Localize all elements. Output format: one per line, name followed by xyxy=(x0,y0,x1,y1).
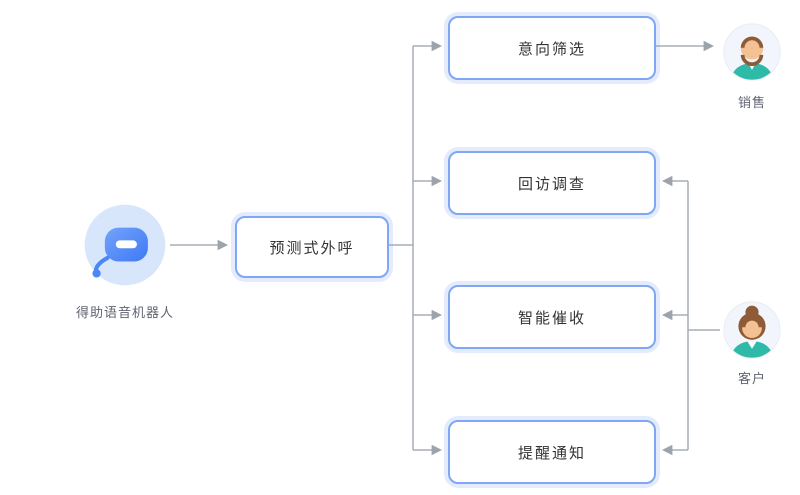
node-intent-screening: 意向筛选 xyxy=(448,16,656,80)
node-followup-survey: 回访调查 xyxy=(448,151,656,215)
node-reminder-notification-label: 提醒通知 xyxy=(517,444,586,462)
node-intent-screening-label: 意向筛选 xyxy=(517,40,586,58)
customer-avatar xyxy=(722,300,782,360)
node-predictive-outbound-label: 预测式外呼 xyxy=(269,239,355,257)
node-smart-collection-label: 智能催收 xyxy=(517,309,586,327)
customer-label: 客户 xyxy=(737,371,766,386)
node-reminder-notification: 提醒通知 xyxy=(448,420,656,484)
sales-avatar xyxy=(722,22,782,82)
node-predictive-outbound: 预测式外呼 xyxy=(235,216,389,278)
sales-label: 销售 xyxy=(737,95,766,110)
voice-robot-icon xyxy=(81,201,169,289)
voice-robot-label: 得助语音机器人 xyxy=(75,305,174,320)
node-smart-collection: 智能催收 xyxy=(448,285,656,349)
node-followup-survey-label: 回访调查 xyxy=(517,175,586,193)
